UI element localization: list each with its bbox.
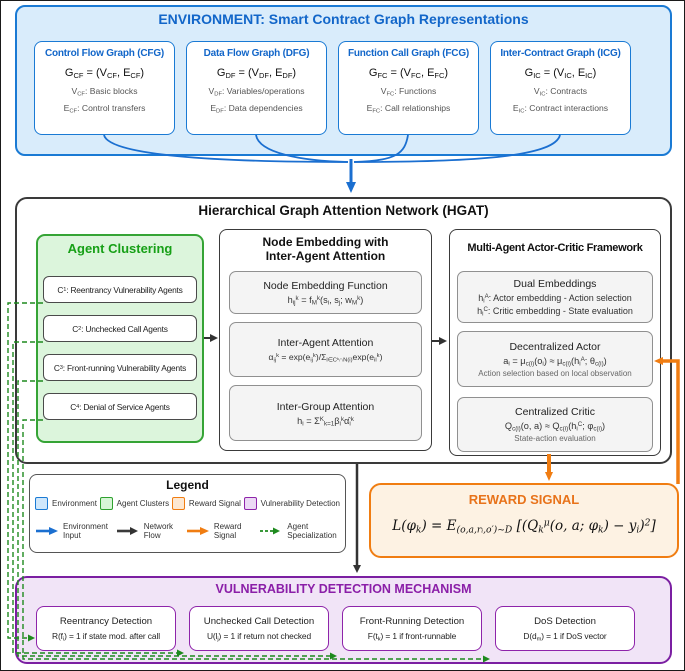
agent-clustering-title: Agent Clustering <box>67 241 173 256</box>
decentralized-actor-block: Decentralized Actor ai = μc(i)(oi) ≈ μc(… <box>457 331 653 387</box>
reentrancy-detection-title: Reentrancy Detection <box>59 616 153 627</box>
legend-item-network-flow: Network Flow <box>116 522 186 540</box>
dual-embeddings-title: Dual Embeddings <box>513 278 597 290</box>
inter-group-attention-formula: hi = ΣKk=1βikα̂ik <box>297 415 354 428</box>
inter-agent-attention-block: Inter-Agent Attention αijk = exp(eijk)/Σ… <box>229 322 422 377</box>
inter-group-attention-block: Inter-Group Attention hi = ΣKk=1βikα̂ik <box>229 385 422 441</box>
dfg-formula: GDF = (VDF, EDF) <box>216 67 297 80</box>
dos-detection-formula: D(dm) = 1 if DoS vector <box>523 631 607 643</box>
front-running-detection-title: Front-Running Detection <box>359 616 465 627</box>
centralized-critic-formula: Qc(i)(o, a) ≈ Qc(i)(hiC; φc(i)) <box>504 420 606 433</box>
vulnerability-detection-title: VULNERABILITY DETECTION MECHANISM <box>215 582 472 596</box>
legend-label: Environment <box>52 498 97 508</box>
node-embedding-function-title: Node Embedding Function <box>263 280 388 292</box>
agent-specialization-arrow-icon <box>260 527 281 535</box>
icg-formula: GIC = (VIC, EIC) <box>524 67 597 80</box>
cfg-card: Control Flow Graph (CFG) GCF = (VCF, ECF… <box>34 41 175 135</box>
legend-label: Agent Specialization <box>287 521 337 540</box>
fcg-formula: GFC = (VFC, EFC) <box>368 67 449 80</box>
vulnerability-detection-swatch-icon <box>243 496 257 510</box>
hgat-title: Hierarchical Graph Attention Network (HG… <box>198 203 489 218</box>
legend-label: Vulnerability Detection <box>260 498 340 508</box>
dfg-edges: EDF: Data dependencies <box>210 103 303 115</box>
legend-label: Agent Clusters <box>116 498 170 508</box>
node-embedding-title-line2: Inter-Agent Attention <box>265 249 386 263</box>
network-flow-arrow-icon <box>116 527 138 535</box>
actor-critic-title: Multi-Agent Actor-Critic Framework <box>467 242 643 254</box>
legend-label: Network Flow <box>143 521 174 540</box>
decentralized-actor-title: Decentralized Actor <box>509 340 601 353</box>
reward-signal-swatch-icon <box>171 496 185 510</box>
unchecked-call-detection-title: Unchecked Call Detection <box>203 616 315 627</box>
icg-nodes: VIC: Contracts <box>533 86 588 98</box>
cfg-nodes: VCF: Basic blocks <box>71 86 138 98</box>
legend-item-agent-clusters: Agent Clusters <box>99 496 170 510</box>
agent-clusters-swatch-icon <box>99 496 113 510</box>
icg-edges: EIC: Contract interactions <box>512 103 609 115</box>
environment-input-arrow-icon <box>36 527 58 535</box>
legend-item-environment-input: Environment Input <box>35 522 116 540</box>
reward-signal-title: REWARD SIGNAL <box>468 492 580 507</box>
dos-detection-title: DoS Detection <box>534 616 596 627</box>
unchecked-call-detection-formula: U(lj) = 1 if return not checked <box>206 631 312 643</box>
cfg-formula: GCF = (VCF, ECF) <box>64 67 145 80</box>
inter-agent-attention-title: Inter-Agent Attention <box>277 337 374 349</box>
dual-embeddings-actor-line: hiA: Actor embedding - Action selection <box>478 292 632 305</box>
fcg-edges: EFC: Call relationships <box>366 103 451 115</box>
fcg-nodes: VFC: Functions <box>380 86 437 98</box>
decentralized-actor-note: Action selection based on local observat… <box>478 368 632 378</box>
node-embedding-title-line1: Node Embedding with <box>262 235 389 249</box>
inter-group-attention-title: Inter-Group Attention <box>276 400 375 413</box>
dos-detection-card: DoS Detection D(dm) = 1 if DoS vector <box>495 606 635 651</box>
environment-swatch-icon <box>35 496 48 510</box>
icg-card: Inter-Contract Graph (ICG) GIC = (VIC, E… <box>490 41 631 135</box>
legend-item-agent-specialization: Agent Specialization <box>259 522 340 540</box>
legend-item-vulnerability-detection: Vulnerability Detection <box>243 496 340 510</box>
centralized-critic-block: Centralized Critic Qc(i)(o, a) ≈ Qc(i)(h… <box>457 397 653 452</box>
legend-swatch-row: Environment Agent Clusters Reward Signal… <box>35 496 340 510</box>
legend-arrow-row: Environment Input Network Flow Reward Si… <box>35 515 340 547</box>
environment-title: ENVIRONMENT: Smart Contract Graph Repres… <box>158 11 529 27</box>
centralized-critic-title: Centralized Critic <box>515 406 595 418</box>
reentrancy-detection-formula: R(fi) = 1 if state mod. after call <box>52 631 160 643</box>
cfg-edges: ECF: Control transfers <box>63 103 146 115</box>
reentrancy-detection-card: Reentrancy Detection R(fi) = 1 if state … <box>36 606 176 651</box>
node-embedding-function-block: Node Embedding Function hijk = fMk(si, s… <box>229 271 422 314</box>
decentralized-actor-formula: ai = μc(i)(oi) ≈ μc(i)(hiA; θc(i)) <box>503 355 607 368</box>
legend-label: Environment Input <box>63 521 108 540</box>
dfg-title: Data Flow Graph (DFG) <box>203 48 310 59</box>
legend-item-reward-signal-arrow: Reward Signal <box>186 522 259 540</box>
legend-label: Reward Signal <box>188 498 241 508</box>
front-running-detection-card: Front-Running Detection F(tk) = 1 if fro… <box>342 606 482 651</box>
front-running-detection-formula: F(tk) = 1 if front-runnable <box>367 631 457 643</box>
dfg-nodes: VDF: Variables/operations <box>208 86 305 98</box>
dual-embeddings-block: Dual Embeddings hiA: Actor embedding - A… <box>457 271 653 323</box>
fcg-title: Function Call Graph (FCG) <box>347 48 470 59</box>
legend-label: Reward Signal <box>213 521 242 540</box>
dfg-card: Data Flow Graph (DFG) GDF = (VDF, EDF) V… <box>186 41 327 135</box>
legend-item-environment: Environment <box>35 496 97 510</box>
fcg-card: Function Call Graph (FCG) GFC = (VFC, EF… <box>338 41 479 135</box>
reward-signal-arrow-icon <box>186 527 209 535</box>
inter-agent-attention-formula: αijk = exp(eijk)/Σl∈Cᵏ∩N(i)exp(eilk) <box>268 352 383 364</box>
reward-loss-formula: L(φk) = E(o,a,rᵢ,o′)~D [(Qkμ(o, a; φk) −… <box>392 517 656 536</box>
dual-embeddings-critic-line: hiC: Critic embedding - State evaluation <box>477 305 633 318</box>
icg-title: Inter-Contract Graph (ICG) <box>500 48 621 59</box>
unchecked-call-detection-card: Unchecked Call Detection U(lj) = 1 if re… <box>189 606 329 651</box>
legend-item-reward-signal: Reward Signal <box>171 496 241 510</box>
cfg-title: Control Flow Graph (CFG) <box>44 48 165 59</box>
node-embedding-function-formula: hijk = fMk(si, sj; wMk) <box>287 294 364 307</box>
centralized-critic-note: State-action evaluation <box>514 434 596 443</box>
legend-title: Legend <box>166 478 209 492</box>
